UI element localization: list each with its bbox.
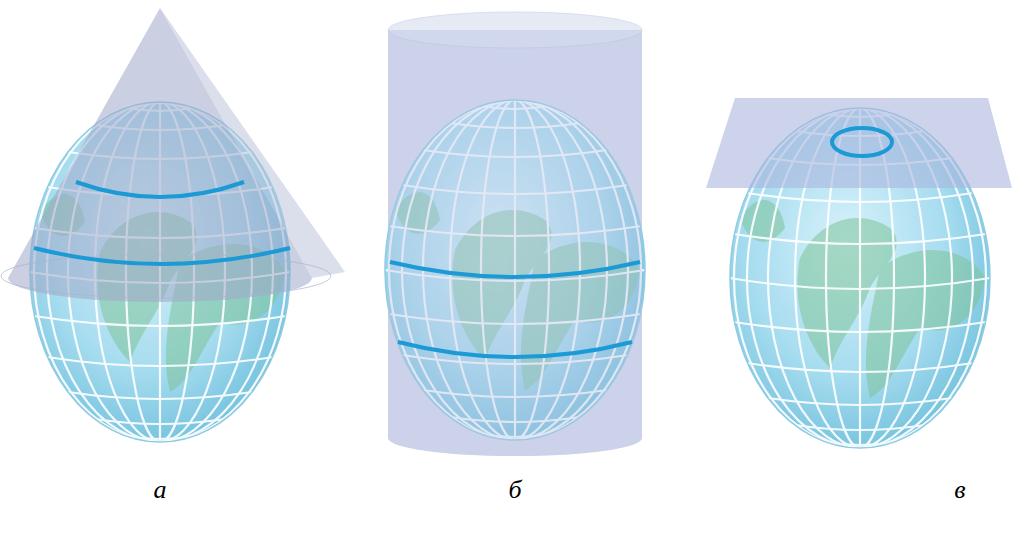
figure-letter-wrap: а — [130, 477, 190, 503]
azimuthal-projection — [706, 98, 1012, 448]
figure-letter: б — [485, 477, 545, 503]
figure-letter-wrap: б — [485, 477, 545, 503]
figure-letter: в — [930, 477, 990, 503]
cylindrical-projection — [385, 12, 645, 456]
figure-letter-wrap: в — [930, 477, 990, 503]
figure-letter: а — [130, 477, 190, 503]
conic-projection — [1, 8, 345, 442]
